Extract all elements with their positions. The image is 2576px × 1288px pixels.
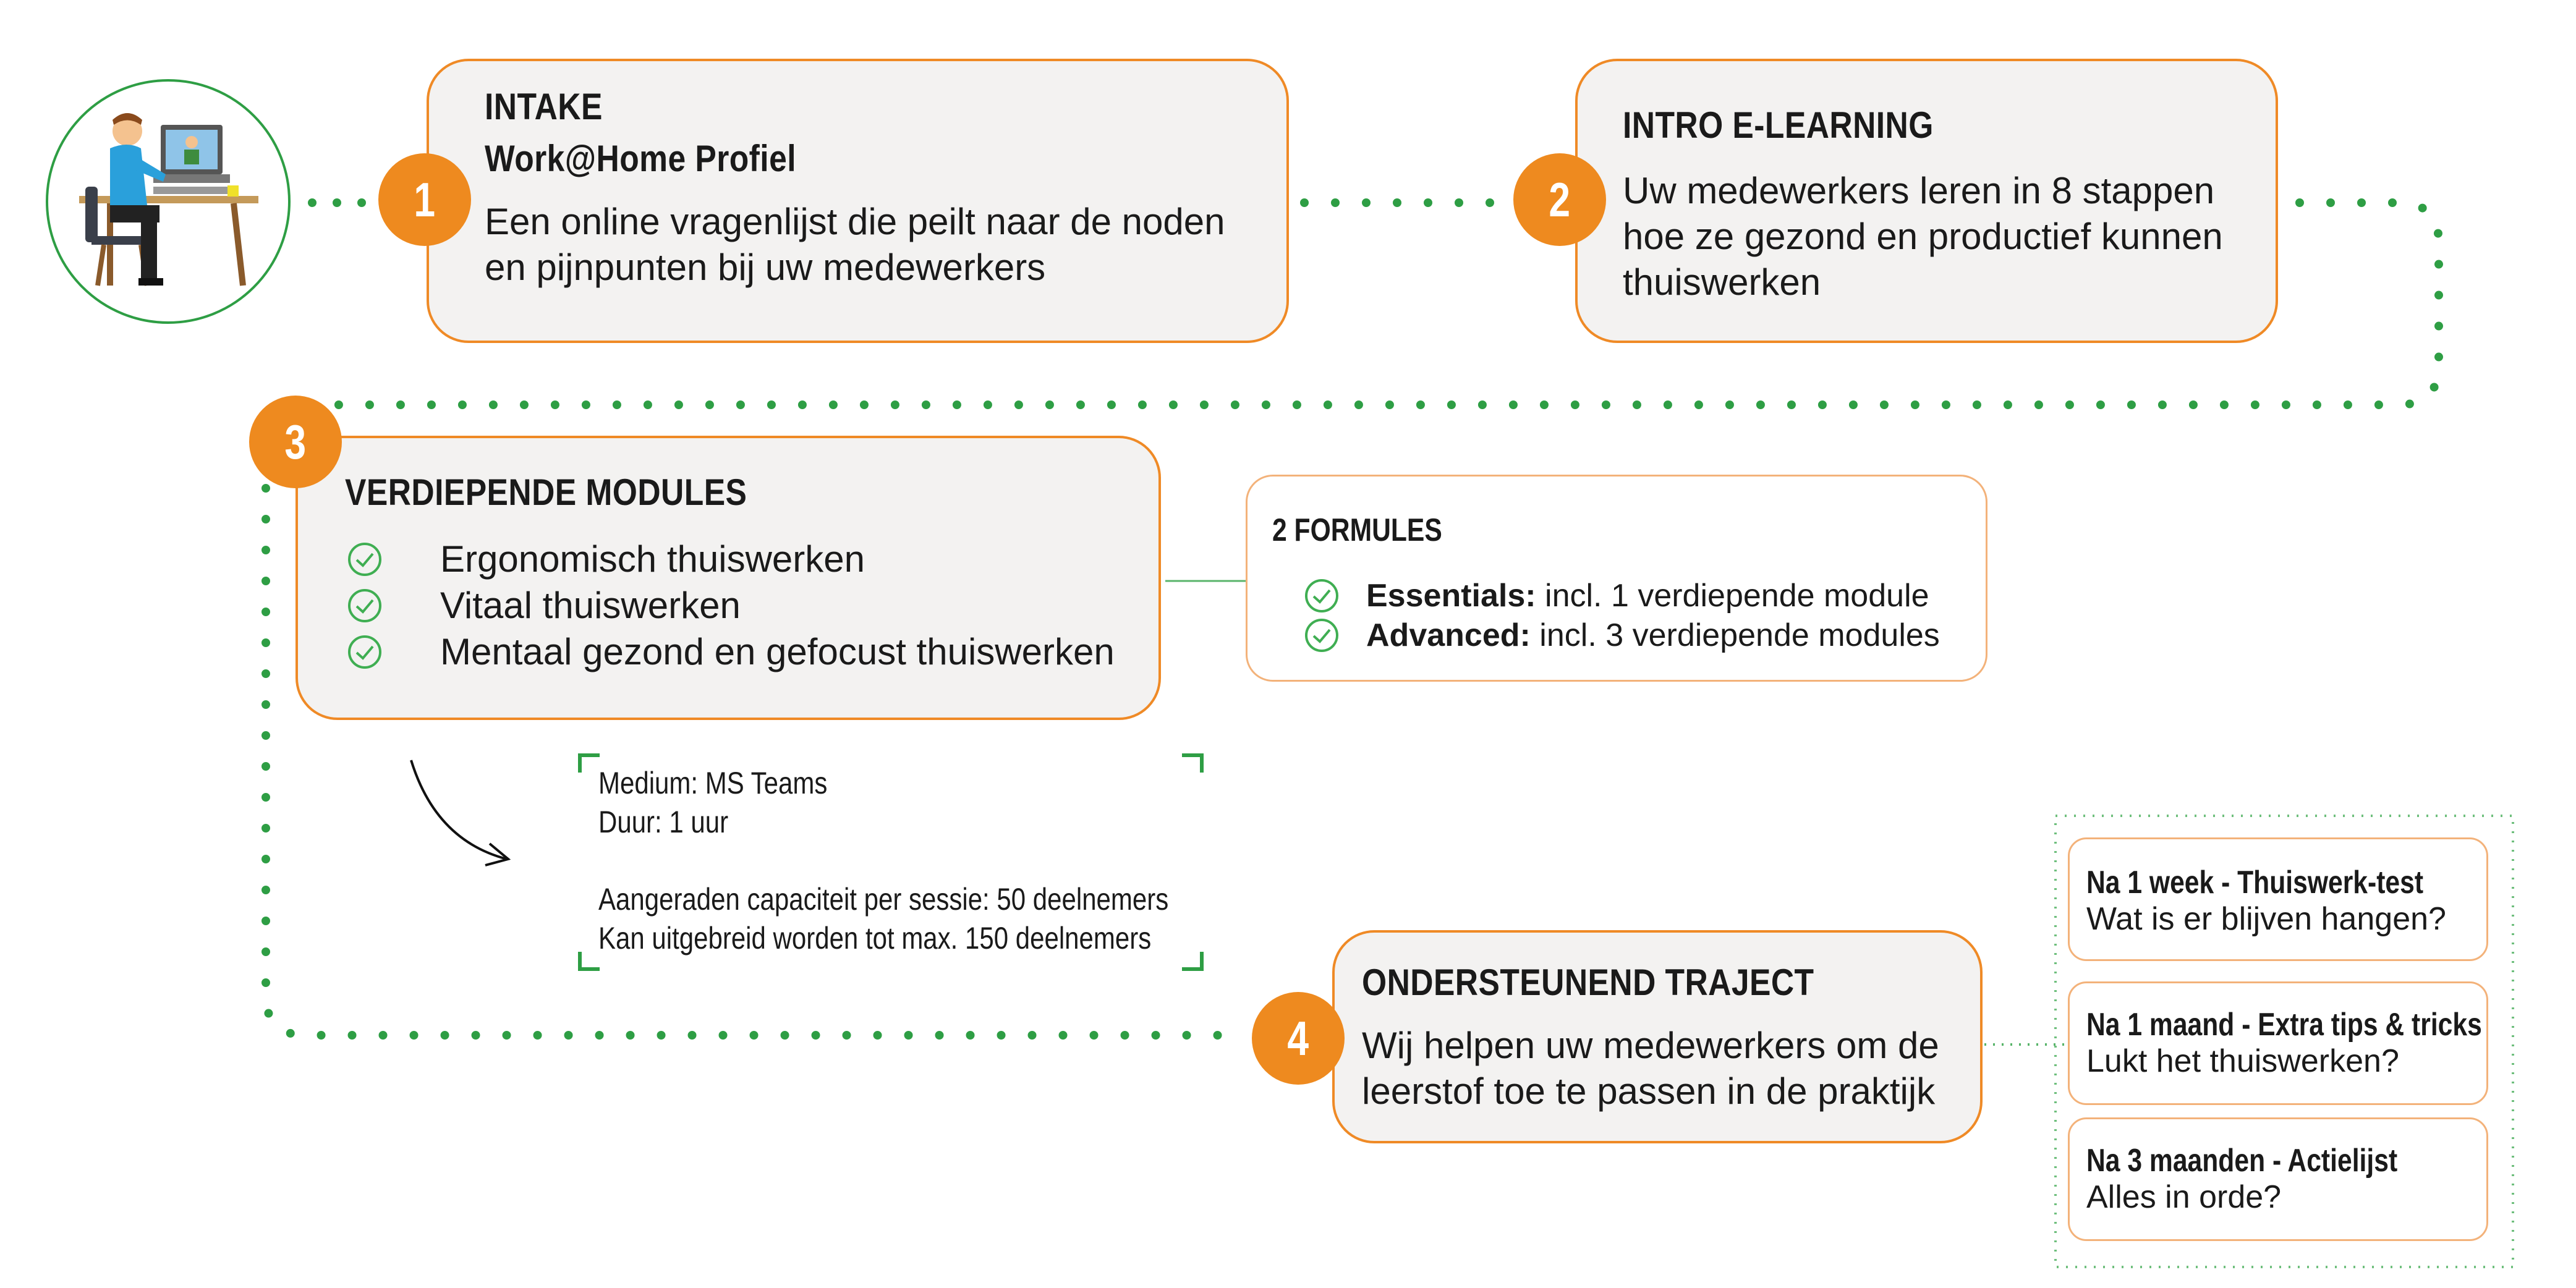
- step-4-badge: 4: [1252, 992, 1345, 1085]
- step-2-text-line-2: hoe ze gezond en productief kunnen: [1623, 216, 2223, 257]
- person-at-desk-icon: [79, 113, 258, 286]
- followup-2-title: Na 1 maand - Extra tips & tricks: [2086, 1007, 2482, 1043]
- step-1-text-line-1: Een online vragenlijst die peilt naar de…: [485, 201, 1225, 242]
- formules-box: [1246, 475, 1987, 682]
- step-1-badge: 1: [378, 153, 471, 246]
- step-4-title: ONDERSTEUNEND TRAJECT: [1362, 962, 1814, 1003]
- check-circle-icon: [348, 543, 381, 576]
- path-dots: [308, 198, 1494, 207]
- followup-card-2: [2068, 981, 2488, 1105]
- formule-advanced-text: incl. 3 verdiepende modules: [1530, 617, 1940, 653]
- step-1-title: INTAKE: [485, 86, 603, 127]
- details-bracket: [578, 753, 1204, 971]
- step-3-badge: 3: [249, 396, 342, 488]
- step-2-box: [1575, 59, 2278, 343]
- step-2-title: INTRO E-LEARNING: [1623, 104, 1934, 146]
- step-1-text-line-2: en pijnpunten bij uw medewerkers: [485, 247, 1046, 288]
- followup-card-3: [2068, 1117, 2488, 1241]
- followup-2-text: Lukt het thuiswerken?: [2086, 1043, 2399, 1079]
- followup-3-text: Alles in orde?: [2086, 1179, 2282, 1215]
- formule-essentials-text: incl. 1 verdiepende module: [1536, 578, 1929, 614]
- step-4-text-line-2: leerstof toe te passen in de praktijk: [1362, 1070, 1936, 1112]
- formule-advanced-label: Advanced:: [1366, 617, 1531, 653]
- check-circle-icon: [1305, 579, 1338, 612]
- step-4-text-line-1: Wij helpen uw medewerkers om de: [1362, 1025, 1939, 1066]
- followup-3-title: Na 3 maanden - Actielijst: [2086, 1143, 2398, 1179]
- details-duration: Duur: 1 uur: [598, 805, 729, 839]
- followup-1-title: Na 1 week - Thuiswerk-test: [2086, 865, 2424, 900]
- check-circle-icon: [348, 589, 381, 622]
- followup-card-1: [2068, 837, 2488, 961]
- formule-essentials-label: Essentials:: [1366, 578, 1536, 614]
- step-3-item-2-label: Vitaal thuiswerken: [440, 585, 741, 626]
- avatar: [46, 79, 291, 324]
- curved-arrow-icon: [410, 760, 511, 866]
- followup-1-text: Wat is er blijven hangen?: [2086, 901, 2446, 937]
- step-2-text-line-3: thuiswerken: [1623, 261, 1821, 303]
- formules-title: 2 FORMULES: [1272, 512, 1442, 548]
- step-1-box: [427, 59, 1289, 343]
- step-3-item-1-label: Ergonomisch thuiswerken: [440, 538, 865, 580]
- step-3-box: [295, 436, 1161, 720]
- details-max: Kan uitgebreid worden tot max. 150 deeln…: [598, 921, 1152, 955]
- step-3-title: VERDIEPENDE MODULES: [345, 472, 747, 513]
- details-medium: Medium: MS Teams: [598, 766, 828, 800]
- step-3-item-3-label: Mentaal gezond en gefocust thuiswerken: [440, 631, 1115, 672]
- step-2-badge: 2: [1513, 153, 1606, 246]
- step-2-text-line-1: Uw medewerkers leren in 8 stappen: [1623, 170, 2215, 211]
- details-capacity: Aangeraden capaciteit per sessie: 50 dee…: [598, 882, 1169, 917]
- check-circle-icon: [1305, 619, 1338, 652]
- check-circle-icon: [348, 635, 381, 669]
- step-1-subtitle: Work@Home Profiel: [485, 138, 796, 179]
